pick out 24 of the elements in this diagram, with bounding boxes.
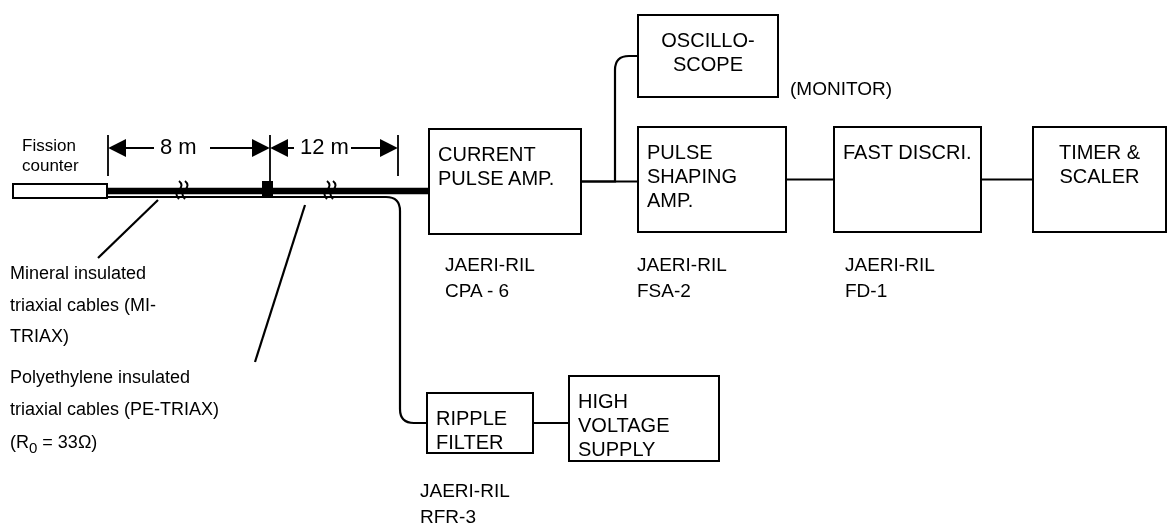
model-label: JAERI-RIL FSA-2 (637, 253, 728, 303)
cable-label: Mineral insulated triaxial cables (MI-TRIAX) (10, 262, 158, 348)
signal-line (108, 195, 426, 425)
triaxial-cable (108, 187, 428, 195)
instrument-box: HIGH VOLTAGE SUPPLY (568, 375, 720, 462)
instrument-box: CURRENT PULSE AMP. (428, 128, 582, 235)
signal-line (982, 178, 1032, 181)
instrument-box: RIPPLE FILTER (426, 392, 534, 454)
model-label: (MONITOR) (790, 77, 894, 101)
model-label: JAERI-RIL RFR-3 (420, 479, 511, 529)
instrument-box: OSCILLO- SCOPE (637, 14, 779, 98)
leader-line (97, 199, 159, 259)
model-label: JAERI-RIL CPA - 6 (445, 253, 536, 303)
signal-line (582, 54, 637, 183)
instrument-box: FAST DISCRI. (833, 126, 982, 233)
signal-line (787, 178, 833, 181)
instrument-box: TIMER & SCALER (1032, 126, 1167, 233)
cable-label: Polyethylene insulated triaxial cables (PE-TRIAX) (10, 366, 221, 421)
signal-line (534, 421, 568, 425)
cable-label: (R$_{0}$ = 33Ω) (10, 431, 99, 458)
leader-line (253, 204, 307, 363)
model-label: JAERI-RIL FD-1 (845, 253, 936, 303)
instrument-box: PULSE SHAPING AMP. (637, 126, 787, 233)
component-label: Fission counter (22, 136, 80, 177)
